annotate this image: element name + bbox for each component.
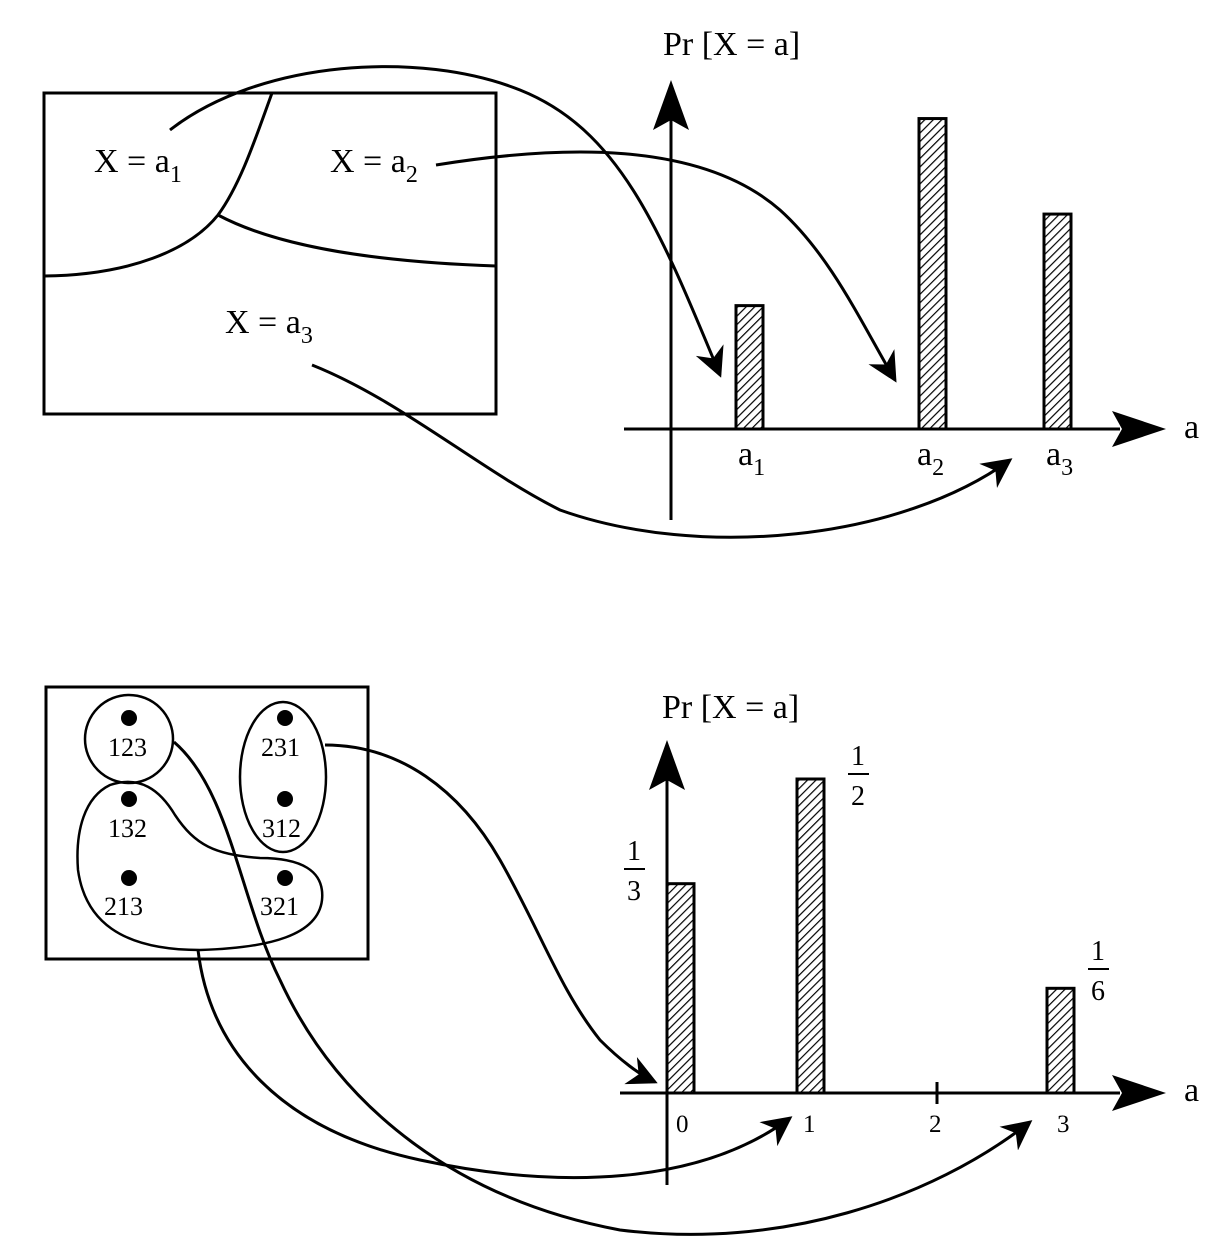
bottom-tick-3: 3 — [1057, 1111, 1070, 1138]
bar-3 — [1045, 986, 1076, 1095]
arrow-a3-to-tick — [311, 363, 1013, 539]
bottom-tick-0: 0 — [676, 1111, 689, 1138]
y-axis-arrowhead — [653, 80, 689, 130]
arrow-a2-to-bar — [435, 150, 897, 383]
outcome-label-312: 312 — [262, 814, 301, 843]
outcome-dot — [277, 710, 293, 726]
arrow-group3-to-3 — [173, 740, 1033, 1236]
group-value-0 — [238, 700, 328, 854]
fraction-denominator: 3 — [627, 876, 641, 907]
outcome-dot — [121, 710, 137, 726]
fraction-label-third: 1 3 — [624, 836, 645, 907]
bar-1 — [795, 777, 826, 1095]
top-tick-a2: a2 — [917, 436, 944, 481]
fraction-numerator: 1 — [627, 836, 641, 867]
bar-0 — [665, 882, 696, 1095]
top-x-axis-label: a — [1184, 409, 1199, 446]
x-axis-arrowhead — [1112, 1075, 1166, 1111]
outcome-label-132: 132 — [108, 814, 147, 843]
bar-a1 — [734, 304, 765, 431]
outcome-label-321: 321 — [260, 892, 299, 921]
bottom-y-axis-label: Pr [X = a] — [662, 689, 799, 726]
region-boundary-a2-a3 — [217, 213, 497, 268]
outcome-label-123: 123 — [108, 733, 147, 762]
region-label-a3: X = a3 — [225, 304, 313, 349]
arrow-a1-to-bar — [169, 65, 724, 378]
outcome-dot — [121, 791, 137, 807]
top-y-axis-label: Pr [X = a] — [663, 26, 800, 63]
bottom-tick-2: 2 — [929, 1111, 942, 1138]
top-diagram: X = a1 X = a2 X = a3 Pr [X = a] a a1 a2 … — [42, 26, 1199, 539]
outcome-dot — [121, 870, 137, 886]
fraction-numerator: 1 — [1091, 936, 1105, 967]
bottom-tick-1: 1 — [803, 1111, 816, 1138]
y-axis-arrowhead — [649, 740, 685, 790]
x-axis-arrowhead — [1112, 411, 1166, 447]
sample-space-box-bottom — [44, 685, 370, 961]
top-tick-a3: a3 — [1046, 436, 1073, 481]
group-value-1 — [76, 780, 324, 952]
bar-a3 — [1042, 212, 1073, 431]
arrow-group0-to-0 — [324, 743, 658, 1085]
bar-a2 — [917, 117, 948, 431]
outcome-dot — [277, 870, 293, 886]
region-label-a2: X = a2 — [330, 143, 418, 188]
bottom-diagram: 123 132 213 231 312 321 Pr [X = a] a 0 1… — [44, 685, 1199, 1236]
region-boundary-a1 — [43, 92, 274, 278]
sample-space-box-top — [42, 91, 498, 416]
top-chart-axes — [624, 80, 1166, 520]
bottom-x-axis-label: a — [1184, 1072, 1199, 1109]
outcome-dot — [277, 791, 293, 807]
bottom-bars — [665, 777, 1076, 1095]
top-tick-a1: a1 — [738, 436, 765, 481]
fraction-label-sixth: 1 6 — [1088, 936, 1109, 1007]
outcome-dots — [121, 710, 293, 886]
top-bars — [734, 117, 1073, 431]
fraction-numerator: 1 — [851, 741, 865, 772]
outcome-label-231: 231 — [261, 733, 300, 762]
region-label-a1: X = a1 — [94, 143, 182, 188]
sample-space-border — [42, 91, 498, 416]
fraction-denominator: 2 — [851, 781, 865, 812]
fraction-denominator: 6 — [1091, 976, 1105, 1007]
fraction-label-half: 1 2 — [848, 741, 869, 812]
outcome-label-213: 213 — [104, 892, 143, 921]
bottom-chart-axes — [620, 740, 1166, 1185]
arrow-group1-to-1 — [196, 949, 793, 1179]
